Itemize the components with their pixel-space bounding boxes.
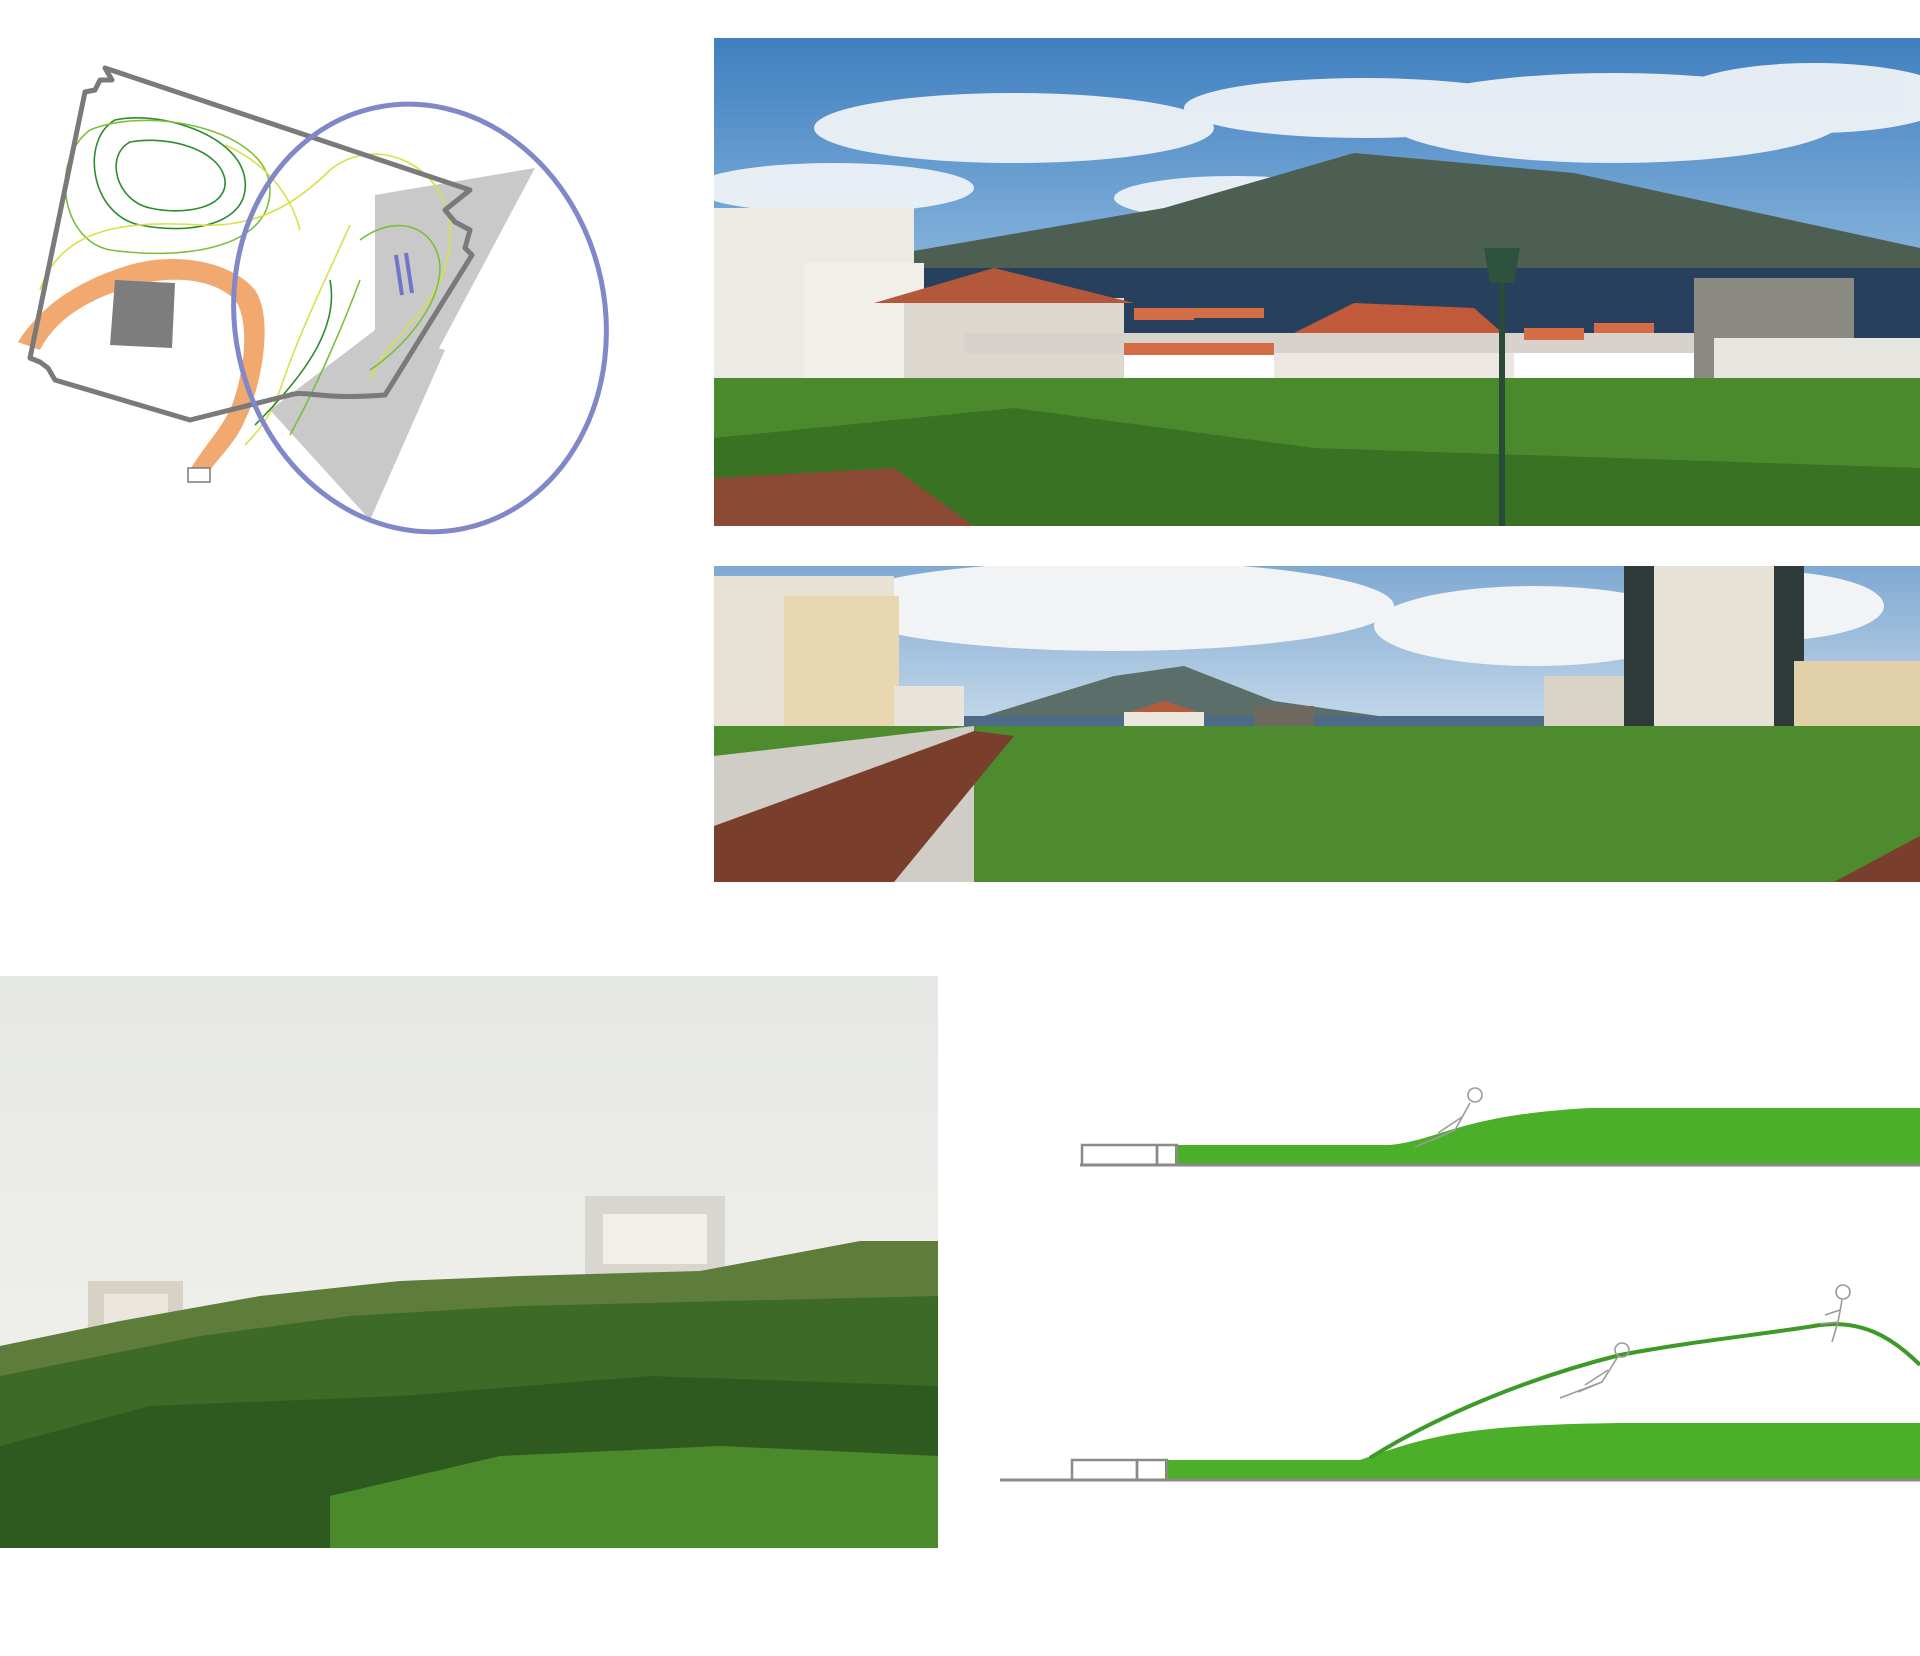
shadow-wedge-lower xyxy=(270,330,445,520)
parallel-marks xyxy=(394,252,414,296)
seated-figure-icon xyxy=(1819,1284,1851,1343)
orange-path xyxy=(18,259,265,478)
section-bottom-svg xyxy=(1000,1284,1920,1482)
concrete-frame-right xyxy=(585,1196,725,1276)
photo-frames-svg xyxy=(0,976,938,1548)
photo-volcano-svg xyxy=(714,38,1920,526)
shadow-wedge-upper xyxy=(375,168,535,350)
section-diagram-top xyxy=(1070,1085,1920,1175)
gate-marker xyxy=(187,467,211,483)
photo-field-view xyxy=(714,566,1920,882)
highlight-ellipse xyxy=(231,101,609,535)
building-block xyxy=(110,280,175,348)
site-plan-svg xyxy=(18,65,609,535)
bench-blocks xyxy=(1070,1458,1169,1482)
photo-frames-view xyxy=(0,976,938,1548)
photo-volcano-view xyxy=(714,38,1920,526)
bench-blocks xyxy=(1080,1143,1179,1167)
reclining-figure-icon xyxy=(1414,1087,1483,1148)
section-diagram-bottom xyxy=(1000,1280,1920,1490)
grass-mound-bottom xyxy=(1165,1423,1920,1480)
site-plan-diagram xyxy=(0,50,620,560)
grass-mound-top xyxy=(1175,1108,1920,1165)
reclining-figure-icon xyxy=(1559,1342,1630,1399)
section-top-svg xyxy=(1080,1087,1920,1167)
raised-path-line xyxy=(1368,1322,1920,1460)
contour-lines xyxy=(39,117,451,446)
site-boundary xyxy=(27,65,475,423)
photo-field-svg xyxy=(714,566,1920,882)
